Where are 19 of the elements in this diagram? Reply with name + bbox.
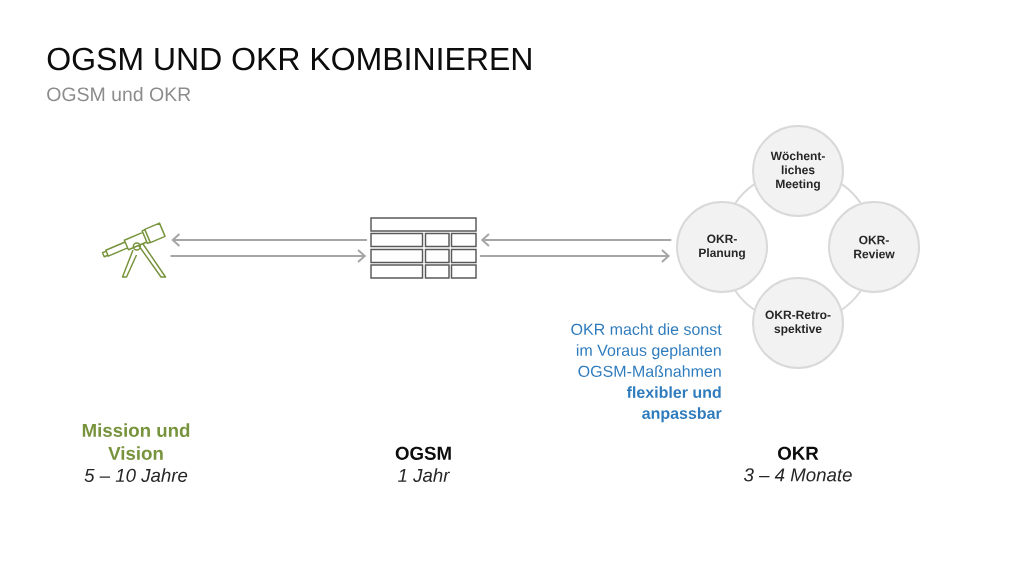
telescope-picture (101, 222, 167, 278)
arrow (480, 233, 672, 247)
title: OGSM UND OKR KOMBINIEREN (47, 47, 531, 71)
ring-line (734, 183, 755, 204)
duration-label: 5 – 10 Jahre (84, 468, 188, 482)
ring-line (734, 290, 755, 311)
caption-heading: Mission und Vision (82, 423, 190, 460)
duration-label: 1 Jahr (398, 468, 451, 482)
caption-heading: OGSM (395, 446, 451, 460)
ring-line (841, 290, 862, 311)
duration-label: 3 – 4 Monate (743, 468, 852, 482)
caption-heading: OKR (778, 446, 819, 460)
note-text: OKR macht die sonst im Voraus geplanten OGSM-Maßnahmen flexibler und anpassbar (571, 323, 722, 423)
ring-line (841, 183, 862, 204)
arrow (171, 233, 368, 247)
arrow (479, 249, 671, 263)
table-picture (370, 217, 477, 279)
arrow (170, 249, 367, 263)
subtitle: OGSM und OKR (47, 86, 191, 102)
